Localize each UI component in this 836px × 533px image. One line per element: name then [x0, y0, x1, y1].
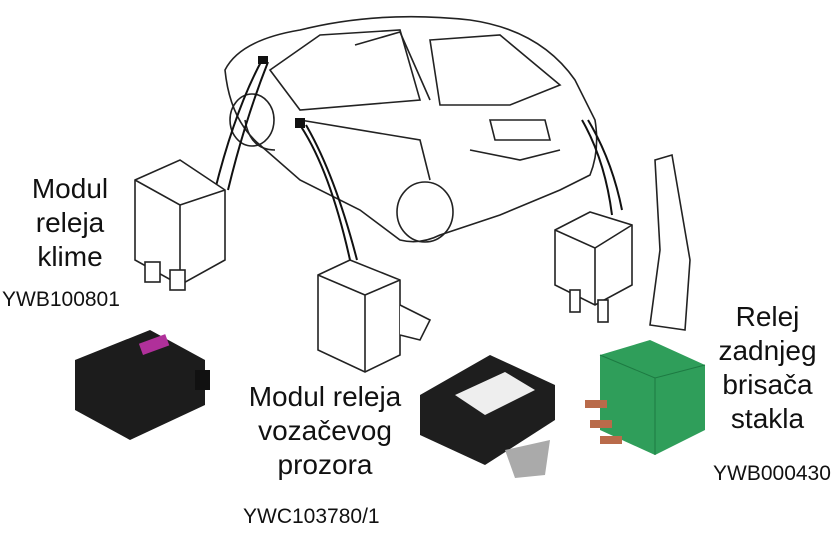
- window-module-drawing: [317, 259, 432, 373]
- window-module-label: Modul releja vozačevog prozora: [230, 380, 420, 482]
- label-line: Relej: [735, 301, 800, 332]
- label-line: zadnjeg: [718, 335, 817, 366]
- label-line: releja: [35, 207, 105, 238]
- label-line: prozora: [277, 449, 373, 480]
- window-module-photo: [420, 355, 555, 478]
- label-line: Modul: [31, 173, 109, 204]
- wiper-relay-drawing: [554, 153, 691, 331]
- car-line-drawing: [224, 15, 598, 243]
- connector-wires: [214, 59, 623, 261]
- label-line: stakla: [730, 403, 805, 434]
- wiper-relay-code: YWB000430: [713, 462, 831, 485]
- climate-module-drawing: [134, 159, 226, 291]
- label-line: Modul releja: [248, 381, 402, 412]
- label-line: brisača: [722, 369, 813, 400]
- label-line: klime: [37, 241, 103, 272]
- climate-module-code: YWB100801: [2, 288, 120, 311]
- label-line: vozačevog: [258, 415, 392, 446]
- wiper-relay-photo: [585, 340, 706, 455]
- climate-module-label: Modul releja klime: [20, 172, 120, 274]
- window-module-code: YWC103780/1: [243, 505, 380, 528]
- wiper-relay-label: Relej zadnjeg brisača stakla: [705, 300, 830, 436]
- climate-module-photo: [75, 330, 210, 440]
